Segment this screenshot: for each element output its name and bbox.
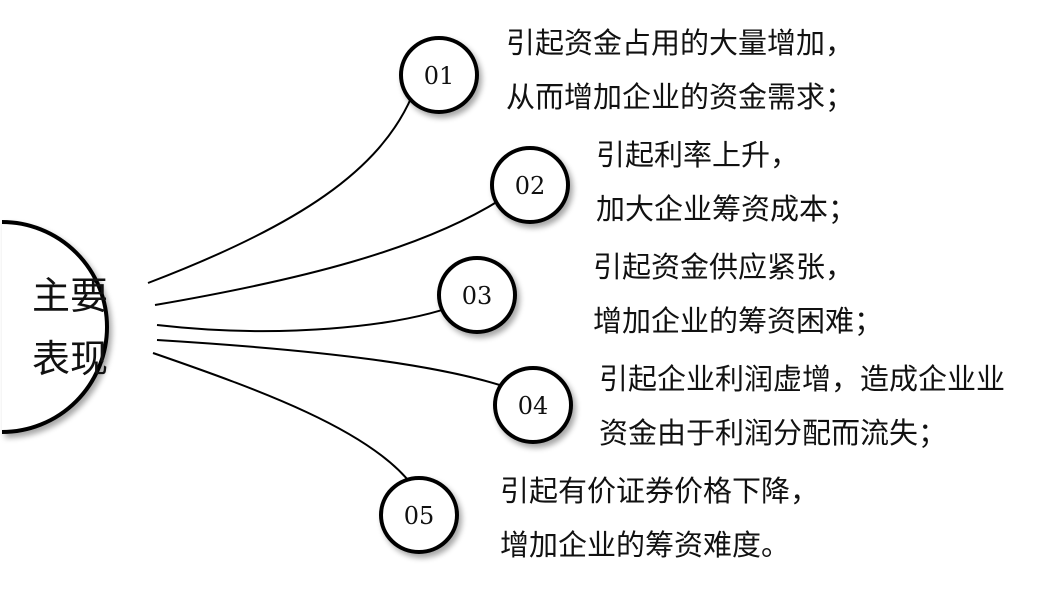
item-01-description: 引起资金占用的大量增加， 从而增加企业的资金需求； [506,16,854,124]
center-label-line-1: 主要 [32,274,108,318]
connector-04 [156,339,521,393]
node-01 [399,36,479,114]
item-02-line-2: 加大企业筹资成本； [596,192,858,226]
item-02-line-1: 引起利率上升， [596,138,800,172]
node-04 [493,366,573,444]
node-02 [490,146,570,224]
center-node [1,220,109,434]
connector-02 [154,199,501,306]
item-01-line-2: 从而增加企业的资金需求； [506,80,855,114]
item-02-description: 引起利率上升， 加大企业筹资成本； [596,128,857,236]
item-04-line-2: 资金由于利润分配而流失； [599,416,948,450]
node-05 [379,476,459,554]
node-03 [437,256,517,334]
item-05-line-1: 引起有价证券价格下降， [500,474,820,508]
item-03-line-1: 引起资金供应紧张， [593,250,855,284]
node-01-label: 01 [424,62,455,90]
item-05-description: 引起有价证券价格下降， 增加企业的筹资难度。 [500,464,819,572]
item-03-line-2: 增加企业的筹资困难； [593,304,884,338]
item-05-line-2: 增加企业的筹资难度。 [500,528,791,562]
connector-01 [147,95,413,284]
item-04-line-1: 引起企业利润虚增，造成企业业 [599,362,1006,396]
connector-03 [156,299,471,332]
item-01-line-1: 引起资金占用的大量增加， [506,26,855,60]
item-04-description: 引起企业利润虚增，造成企业业 资金由于利润分配而流失； [599,352,1005,460]
node-05-label: 05 [404,502,435,530]
item-03-description: 引起资金供应紧张， 增加企业的筹资困难； [593,240,883,348]
connector-05 [152,352,413,486]
node-03-label: 03 [462,282,493,310]
node-04-label: 04 [518,392,549,420]
center-label-line-2: 表现 [32,337,108,381]
node-02-label: 02 [515,172,546,200]
